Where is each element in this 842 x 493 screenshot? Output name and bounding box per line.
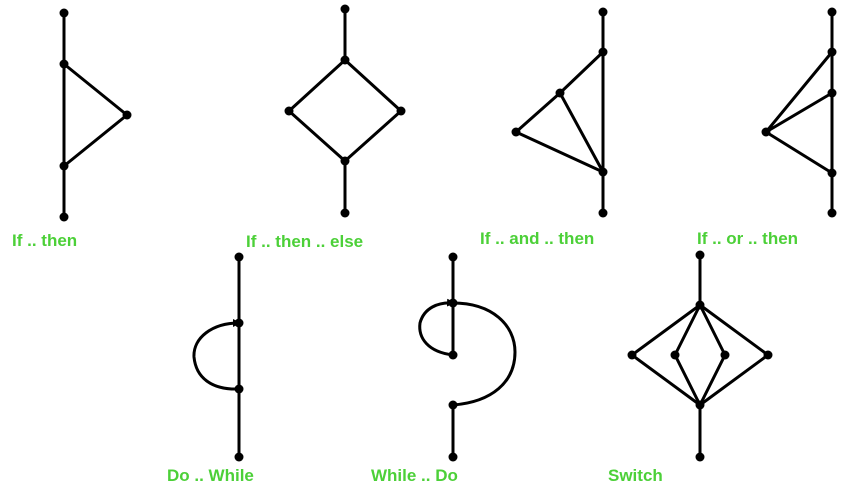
if-and-then-node [511,127,521,137]
switch-node [720,350,730,360]
while-do-loop-arc [418,298,455,357]
while-do-node [448,452,458,462]
if-and-then-label: If .. and .. then [480,229,595,248]
if-then-edges [62,11,129,219]
if-then-node [59,161,69,171]
if-then-graph [59,8,132,222]
if-then-else-edges [287,7,403,215]
if-and-then-graph [511,7,608,218]
if-or-then-node [827,88,837,98]
while-do-node [448,350,458,360]
do-while-graph [192,252,244,462]
do-while-node [234,318,244,328]
while-do-exit-arc [451,301,517,407]
if-then-else-label: If .. then .. else [246,232,364,251]
if-or-then-edges [764,10,834,215]
if-then-node [59,8,69,18]
switch-node [695,300,705,310]
if-or-then-node [761,127,771,137]
if-then-else-node [396,106,406,116]
if-then-else-node [284,106,294,116]
switch-node [695,452,705,462]
if-and-then-node [598,47,608,57]
if-then-else-node [340,208,350,218]
if-or-then-node [827,47,837,57]
if-then-else-graph [284,4,406,218]
if-or-then-node [827,7,837,17]
do-while-node [234,452,244,462]
switch-edges [630,253,770,459]
if-then-label: If .. then [12,231,78,250]
if-and-then-edges [514,10,605,215]
switch-node [763,350,773,360]
switch-node [695,250,705,260]
if-and-then-node [598,7,608,17]
if-then-else-node [340,156,350,166]
if-or-then-label: If .. or .. then [697,229,799,248]
if-and-then-node [598,208,608,218]
do-while-node [234,384,244,394]
if-then-node [59,212,69,222]
while-do-label: While .. Do [371,466,458,485]
if-then-else-node [340,55,350,65]
if-and-then-node [555,88,565,98]
switch-node [627,350,637,360]
do-while-loop-arc [192,319,241,391]
switch-label: Switch [608,466,663,485]
if-or-then-node [827,168,837,178]
if-then-else-node [340,4,350,14]
switch-node [670,350,680,360]
do-while-label: Do .. While [167,466,254,485]
switch-graph [627,250,773,462]
while-do-node [448,252,458,262]
switch-node [695,400,705,410]
while-do-node [448,400,458,410]
if-or-then-graph [761,7,837,218]
if-and-then-node [598,167,608,177]
if-then-node [59,59,69,69]
if-then-node [122,110,132,120]
while-do-node [448,298,458,308]
while-do-graph [418,252,517,462]
if-or-then-node [827,208,837,218]
do-while-node [234,252,244,262]
